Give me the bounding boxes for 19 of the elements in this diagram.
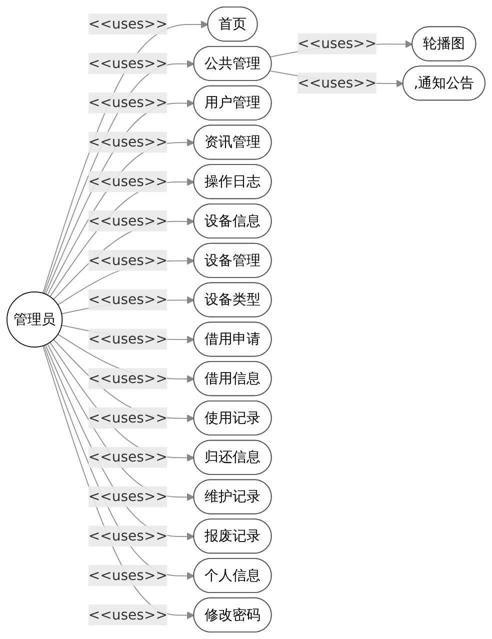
edge-label: <<uses>> <box>88 54 168 72</box>
edge-label: <<uses>> <box>88 527 168 544</box>
edge-label: <<uses>> <box>88 330 168 348</box>
node-circle: 管理员 <box>6 292 63 348</box>
edge-label: <<uses>> <box>88 15 168 32</box>
edge-label: <<uses>> <box>88 448 168 466</box>
edge-label: <<uses>> <box>88 291 168 308</box>
edge-label: <<uses>> <box>298 35 377 52</box>
edge-label: <<uses>> <box>88 409 168 426</box>
edge-label: <<uses>> <box>88 606 168 623</box>
edge-label: <<uses>> <box>88 370 168 386</box>
edge-label: <<uses>> <box>88 488 168 505</box>
edge-label: <<uses>> <box>88 212 168 229</box>
edge-label: <<uses>> <box>298 74 377 92</box>
edge-label: <<uses>> <box>88 252 168 268</box>
edge-label: <<uses>> <box>88 134 168 150</box>
edge-label: <<uses>> <box>88 172 168 190</box>
edge-label: <<uses>> <box>88 566 168 584</box>
edge-label: <<uses>> <box>88 94 168 111</box>
